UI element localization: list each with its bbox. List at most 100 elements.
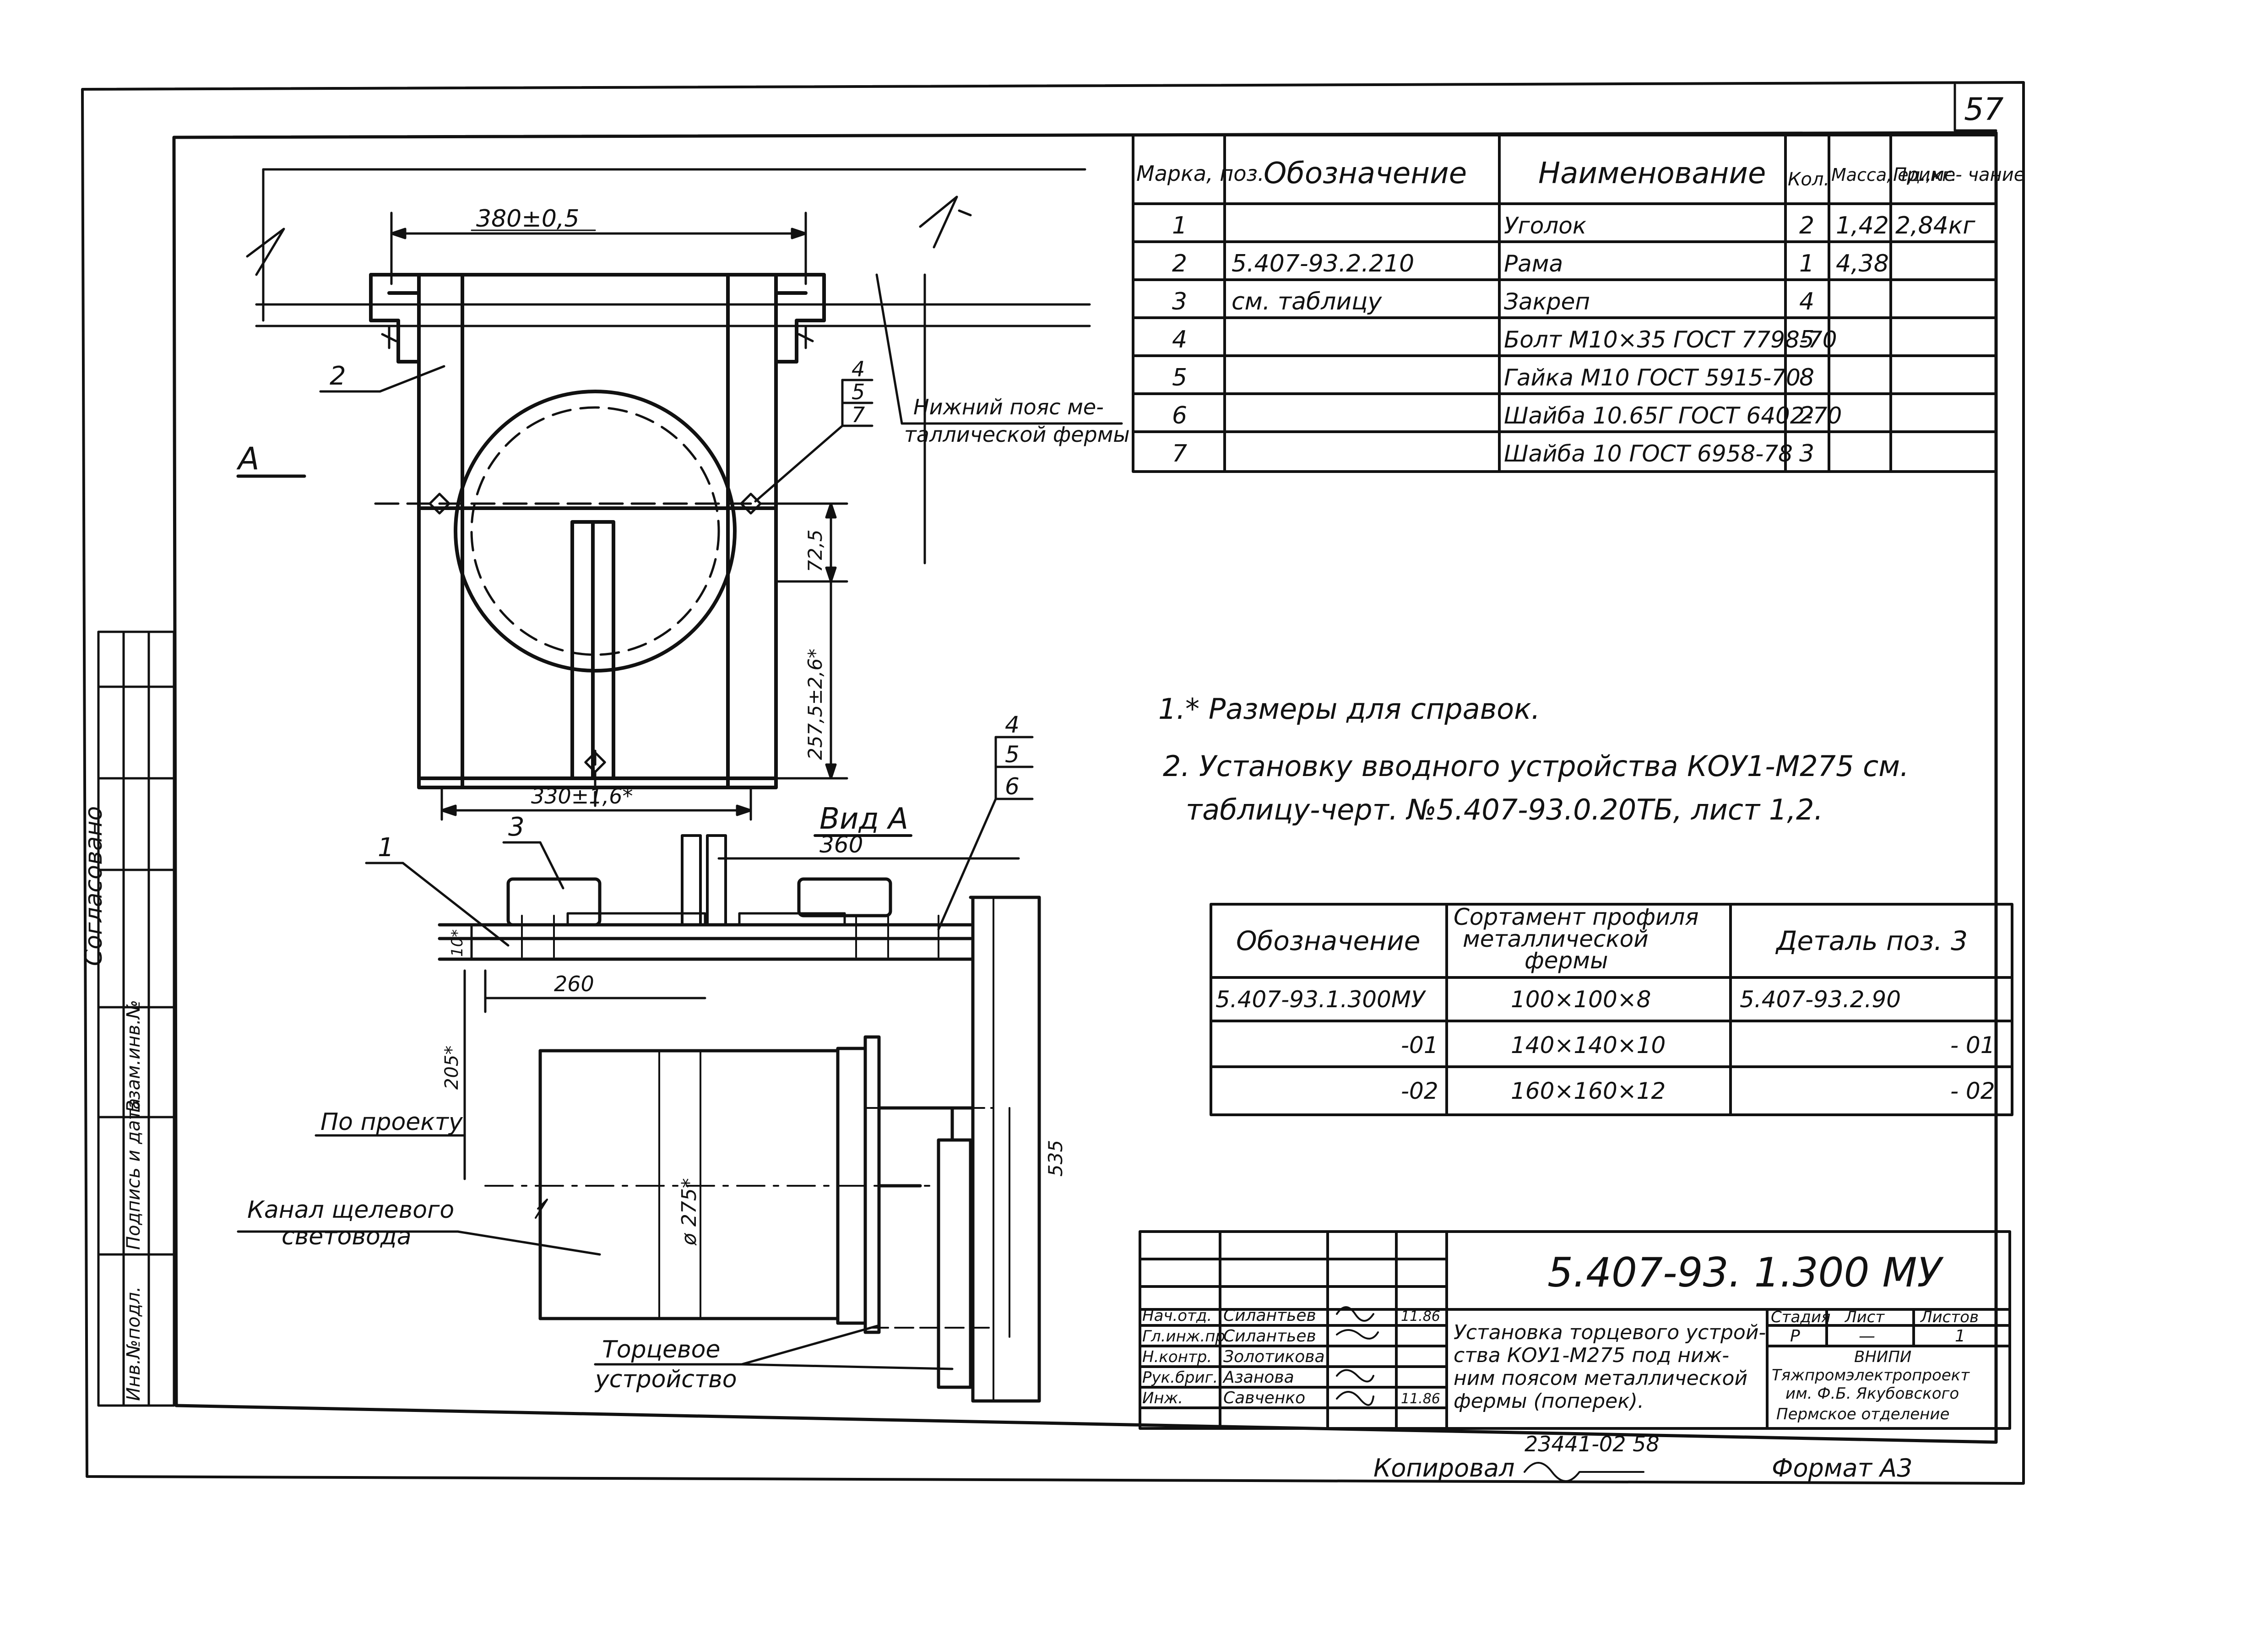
dim-10: 10* (448, 929, 467, 957)
dim-257-5: 257,5±2,6* (804, 649, 826, 760)
dim-360: 360 (819, 831, 863, 858)
stack-a-1: 5 (852, 380, 865, 404)
spec-h-designation: Обозначение (1264, 157, 1467, 190)
profile-cell: 140×140×10 (1511, 1032, 1666, 1059)
copied-label: Копировал (1373, 1454, 1515, 1482)
label-slot-light-2: световода (282, 1223, 412, 1250)
spec-cell: 3 (1799, 440, 1814, 467)
name-cell: Силантьев (1223, 1306, 1316, 1325)
profile-h-assortment-3: фермы (1525, 947, 1608, 974)
spec-cell: 2 (1799, 402, 1814, 429)
org-line-1: ВНИПИ (1854, 1348, 1911, 1366)
role-cell: Н.контр. (1142, 1348, 1212, 1366)
spec-h-mass: Масса, ед.,кг. (1831, 165, 1957, 185)
spec-cell: 4 (1799, 288, 1814, 315)
inv-number: 23441-02 58 (1525, 1432, 1660, 1456)
dim-535: 535 (1044, 1140, 1067, 1177)
profile-headers: Обозначение Сортамент профиля металличес… (1236, 904, 1968, 974)
stack-b-0: 4 (1005, 711, 1020, 738)
title-line-4: фермы (поперек). (1454, 1390, 1644, 1413)
profile-cell: - 02 (1950, 1078, 1995, 1104)
name-cell: Золотикова (1223, 1347, 1325, 1366)
profile-cell: -02 (1401, 1078, 1438, 1104)
spec-cell: 2 (1172, 250, 1187, 277)
copier-signature (1524, 1462, 1644, 1482)
spec-cell: Шайба 10.65Г ГОСТ 6402-70 (1504, 402, 1842, 429)
org-line-2: Тяжпромэлектропроект (1772, 1366, 1970, 1384)
note-2b: таблицу-черт. №5.407-93.0.20ТБ, лист 1,2… (1186, 793, 1823, 826)
stamp-col-sign: Подпись и дата (123, 1098, 144, 1250)
profile-cell: 5.407-93.2.90 (1740, 986, 1901, 1013)
label-pos-1: 1 (378, 833, 394, 863)
spec-cell: Рама (1504, 250, 1563, 277)
spec-h-note: Приме- чание (1893, 164, 2025, 185)
spec-cell: 5 (1172, 364, 1187, 391)
stamp-col-replace: Взам.инв.№ (123, 1000, 144, 1113)
spec-h-qty: Кол. (1788, 169, 1829, 190)
sheets-header: Листов (1920, 1308, 1979, 1326)
label-truss-chord-2: таллической фермы (904, 422, 1130, 447)
spec-cell: 4 (1172, 326, 1187, 353)
spec-cell: Болт М10×35 ГОСТ 7798-70 (1504, 326, 1837, 353)
stack-b-1: 5 (1005, 741, 1020, 768)
label-end-device-1: Торцевое (602, 1336, 720, 1363)
format-label: Формат А3 (1772, 1454, 1913, 1482)
org-line-4: Пермское отделение (1776, 1405, 1949, 1423)
label-section-a: А (236, 441, 260, 477)
spec-cell: 5.407-93.2.210 (1232, 250, 1414, 277)
note-1: 1.* Размеры для справок. (1158, 692, 1540, 726)
profile-h-assortment-1: Сортамент профиля (1454, 904, 1699, 930)
spec-cell: см. таблицу (1232, 288, 1383, 315)
spec-cell: 1,42 (1836, 212, 1889, 239)
spec-cell: 5 (1799, 326, 1814, 353)
name-cell: Азанова (1222, 1368, 1294, 1387)
stage-value: Р (1790, 1327, 1800, 1346)
dim-275: ø 275* (678, 1178, 701, 1246)
dim-380: 380±0,5 (476, 205, 580, 233)
role-cell: Гл.инж.пр. (1142, 1327, 1230, 1346)
spec-cell: 2,84кг (1895, 212, 1975, 239)
stack-a-2: 7 (852, 402, 865, 427)
dim-260: 260 (554, 972, 594, 996)
signature-scribbles (1336, 1306, 1379, 1406)
spec-cell: Шайба 10 ГОСТ 6958-78 (1504, 440, 1793, 467)
stamp-col-inv: Инв.№подл. (123, 1286, 144, 1401)
role-cell: Инж. (1142, 1389, 1183, 1407)
spec-cell: 7 (1172, 440, 1187, 467)
spec-cell: Закреп (1504, 288, 1590, 315)
org-line-3: им. Ф.Б. Якубовского (1785, 1384, 1959, 1403)
spec-cell: 1 (1799, 250, 1814, 277)
profile-table (1210, 903, 2013, 1116)
title-line-1: Установка торцевого устрой- (1454, 1321, 1766, 1344)
spec-cell: 3 (1172, 288, 1187, 315)
side-stamp: Согласовано Инв.№подл. Подпись и дата Вз… (80, 630, 175, 1407)
outer-frame (81, 81, 2025, 1485)
stack-a-0: 4 (852, 357, 865, 381)
spec-cell: Уголок (1504, 212, 1586, 239)
notes: 1.* Размеры для справок. 2. Установку вв… (1158, 692, 1909, 826)
sheet-number-box: 57 (1953, 83, 2004, 132)
spec-cell: 8 (1799, 364, 1814, 391)
sheet-header: Лист (1844, 1308, 1885, 1326)
name-cell: Савченко (1223, 1389, 1305, 1407)
dim-72-5: 72,5 (804, 529, 826, 572)
drawing-code: 5.407-93. 1.300 МУ (1547, 1249, 1944, 1296)
spec-table (1132, 134, 1997, 473)
spec-cell: Гайка М10 ГОСТ 5915-70 (1504, 364, 1801, 391)
top-view: 380±0,5 (236, 168, 1130, 821)
role-cell: Рук.бриг. (1142, 1368, 1218, 1387)
sheets-value: 1 (1955, 1327, 1965, 1346)
spec-cell: 6 (1172, 402, 1187, 429)
profile-cell: 160×160×12 (1511, 1078, 1666, 1104)
spec-h-mark: Марка, поз. (1136, 161, 1264, 186)
dim-205: 205* (441, 1046, 462, 1090)
date-cell: 11.86 (1401, 1391, 1440, 1407)
spec-h-name: Наименование (1538, 157, 1766, 190)
profile-h-designation: Обозначение (1236, 925, 1420, 956)
date-cell: 11.86 (1401, 1308, 1440, 1325)
stage-header: Стадия (1771, 1308, 1830, 1326)
profile-h-detail: Деталь поз. 3 (1775, 925, 1968, 956)
